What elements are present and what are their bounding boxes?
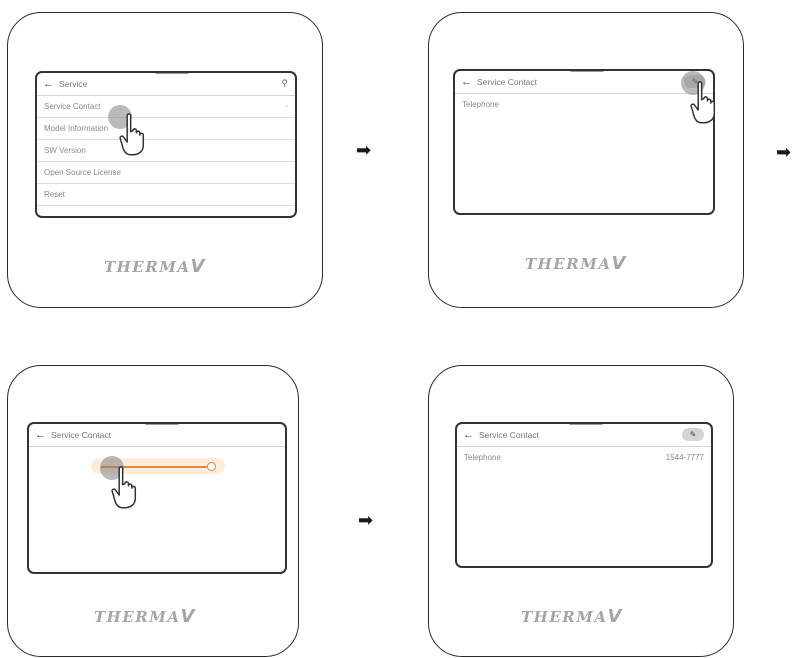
list-item-model-information[interactable]: Model Information (37, 118, 295, 140)
list-item-label: Open Source License (44, 168, 121, 177)
list-item-telephone[interactable]: Telephone 1544-7777 (457, 447, 711, 468)
list-item-label: Reset (44, 190, 65, 199)
screen-notch (570, 71, 604, 72)
list-item-reset[interactable]: Reset (37, 184, 295, 206)
device-frame: ← Service Contact THERMAV (7, 365, 299, 657)
tap-hand-icon (690, 81, 716, 124)
therma-v-logo: THERMAV (94, 606, 196, 627)
screen-header: ← Service Contact (29, 424, 285, 447)
tap-hand-icon (111, 466, 137, 509)
list-item-telephone[interactable]: Telephone (455, 94, 713, 115)
device-screen: ← Service ⚲ Service Contact › Model Info… (35, 71, 297, 218)
therma-v-logo: THERMAV (521, 606, 623, 627)
arrow-right-icon: ➡ (358, 510, 374, 530)
screen-notch (145, 424, 179, 425)
list-item-label: Telephone (464, 453, 501, 462)
slider-track[interactable] (101, 466, 213, 468)
arrow-right-icon: ➡ (356, 140, 372, 160)
list-item-label: SW Version (44, 146, 86, 155)
chevron-right-icon: › (285, 103, 288, 110)
save-button[interactable]: ✎ (682, 428, 704, 441)
therma-v-logo: THERMAV (525, 253, 627, 274)
list-item-open-source-license[interactable]: Open Source License (37, 162, 295, 184)
device-frame: ← Service Contact ✎ Telephone THERMAV (428, 12, 744, 308)
back-arrow-icon[interactable]: ← (463, 429, 474, 441)
page-title: Service Contact (477, 77, 537, 87)
list-item-sw-version[interactable]: SW Version (37, 140, 295, 162)
list-item-label: Service Contact (44, 102, 101, 111)
device-screen: ← Service Contact (27, 422, 287, 574)
tap-hand-icon (119, 113, 145, 156)
back-arrow-icon[interactable]: ← (43, 78, 54, 90)
screen-notch (569, 424, 603, 425)
device-frame: ← Service ⚲ Service Contact › Model Info… (7, 12, 323, 308)
device-frame: ← Service Contact ✎ Telephone 1544-7777 … (428, 365, 734, 657)
screen-header: ← Service Contact ✎ (457, 424, 711, 447)
page-title: Service Contact (51, 430, 111, 440)
back-arrow-icon[interactable]: ← (461, 76, 472, 88)
screen-header: ← Service Contact ✎ (455, 71, 713, 94)
device-screen: ← Service Contact ✎ Telephone (453, 69, 715, 215)
list-item-label: Model Information (44, 124, 109, 133)
list-item-label: Telephone (462, 100, 499, 109)
pencil-icon: ✎ (689, 430, 697, 439)
list-item-service-contact[interactable]: Service Contact › (37, 96, 295, 118)
back-arrow-icon[interactable]: ← (35, 429, 46, 441)
screen-notch (155, 73, 189, 74)
arrow-right-icon: ➡ (776, 142, 792, 162)
screen-header: ← Service ⚲ (37, 73, 295, 96)
telephone-value: 1544-7777 (665, 453, 704, 462)
device-screen: ← Service Contact ✎ Telephone 1544-7777 (455, 422, 713, 568)
page-title: Service (59, 79, 88, 89)
slider-handle[interactable] (207, 462, 216, 471)
search-icon[interactable]: ⚲ (281, 78, 288, 88)
page-title: Service Contact (479, 430, 539, 440)
therma-v-logo: THERMAV (104, 256, 206, 277)
